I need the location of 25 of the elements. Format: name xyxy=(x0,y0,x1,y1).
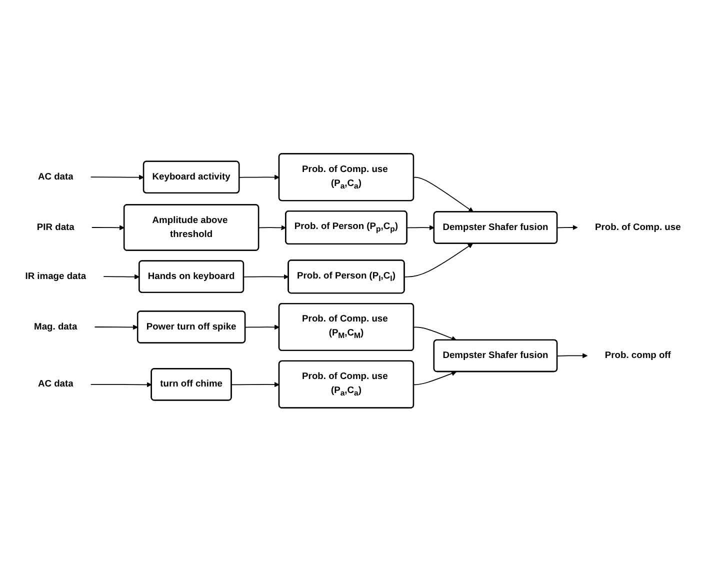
arrow xyxy=(238,174,280,180)
flowchart-diagram: AC data Keyboard activity Prob. of Comp. use (P$_{a}$,C$_{a}$) PIR data Amplitude above threshold Prob. of Person (P$_{p}$,C$_{p}$) IR image data Hands on keyboard Prob. of Person (P$_{I}$,C$_{I}$) Dempster Shafer fusion Prob. of Comp. use Mag. data Power turn off spike Prob. of Comp. use (P$_{M}$,C$_{M}$) AC data turn off chime Prob. of Comp. use (P$_{a}$,C$_{a}$) Dempster Shafer fusion Prob. comp off xyxy=(3,149,703,413)
arrow xyxy=(404,244,473,278)
node-text: AC data xyxy=(38,172,74,182)
node-text: Mag. data xyxy=(34,322,78,332)
node-text: PIR data xyxy=(36,222,74,232)
arrow xyxy=(556,225,578,230)
node-text: Prob. of Comp. use xyxy=(595,222,681,232)
arrow xyxy=(90,175,144,180)
arrow xyxy=(94,324,138,330)
node-text: Prob. comp off xyxy=(604,350,671,361)
arrow xyxy=(413,177,474,212)
arrow xyxy=(413,327,457,342)
arrow xyxy=(103,274,140,280)
arrow xyxy=(231,382,280,388)
arrow xyxy=(556,353,588,358)
arrow xyxy=(90,382,152,388)
node-text: AC data xyxy=(38,379,74,390)
arrow xyxy=(243,274,289,280)
arrow xyxy=(406,225,434,230)
arrow xyxy=(258,225,286,231)
arrow xyxy=(244,324,280,330)
node-text: IR image data xyxy=(25,272,86,282)
arrow xyxy=(413,371,457,386)
arrow xyxy=(91,225,125,230)
